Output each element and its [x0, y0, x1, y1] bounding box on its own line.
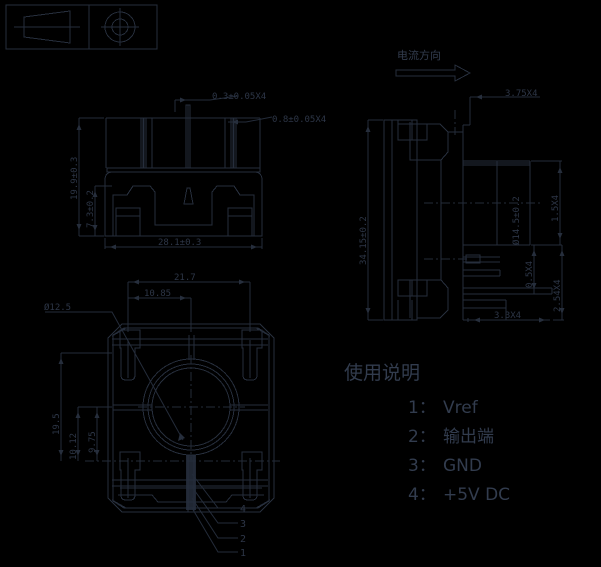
- dim-hole-diameter: Ø12.5: [44, 302, 185, 441]
- dim-total-width: 28.1±0.3: [104, 238, 263, 250]
- pin-callout-4: 4: [240, 504, 246, 515]
- dim-height-inner-label: 9.75: [88, 431, 98, 453]
- dim-pin-width: 0.8±0.05X4: [228, 115, 326, 125]
- dim-bore-diameter: Ø14.5±0.2: [511, 196, 522, 245]
- current-direction-arrow-icon: [395, 64, 472, 82]
- dim-height-full-label: 19.5: [52, 413, 62, 435]
- dim-body-height-label: 7.3±0.2: [86, 190, 96, 228]
- plan-view: 4 3 2 1 Ø12.5 21.7 10.85: [44, 273, 280, 559]
- dim-pin-width-label: 0.8±0.05X4: [272, 115, 326, 125]
- dim-side-total-height-label: 34.15±0.2: [359, 216, 369, 265]
- dim-top-offset-label: 3.75X4: [505, 89, 538, 99]
- dim-pitch-1-label: 1.5X4: [551, 195, 561, 222]
- legend-item-2-num: 2：: [408, 427, 436, 447]
- terminal-bottom-right: [241, 451, 263, 501]
- dim-pitch-2-label: 0.5X4: [525, 261, 535, 288]
- pin-callout-3: 3: [240, 519, 246, 530]
- pin-callout-2: 2: [240, 534, 246, 545]
- dim-bottom-offset: 3.3X4: [468, 311, 550, 323]
- dim-height-mid-label: 10.12: [69, 433, 79, 460]
- dim-top-offset: 3.75X4: [469, 89, 540, 125]
- pin-callout-leaders: [191, 473, 238, 553]
- legend-item-3-label: GND: [443, 456, 482, 476]
- legend-item-4-num: 4：: [408, 485, 436, 505]
- dim-height-inner: 9.75: [88, 407, 100, 461]
- dim-pin-thickness-label: 0.3±0.05X4: [212, 92, 266, 102]
- pin-callout-1: 1: [240, 548, 246, 559]
- dim-width-full-label: 21.7: [174, 273, 196, 283]
- side-elevation-view: 3.75X4 34.15±0.2 Ø14.5±0.2 1.5X4: [359, 64, 565, 323]
- legend-item-3-num: 3：: [408, 456, 436, 476]
- dim-pitch-1: 1.5X4: [531, 160, 563, 246]
- first-angle-circle-icon: [101, 8, 139, 46]
- dim-hole-diameter-label: Ø12.5: [44, 302, 71, 313]
- dim-height-full: 19.5: [52, 352, 112, 461]
- usage-instructions: 使用说明 1： Vref 2： 输出端 3： GND 4： +5V DC: [344, 362, 510, 505]
- dim-pin-thickness: 0.3±0.05X4: [174, 92, 266, 112]
- terminal-top-left: [119, 329, 141, 381]
- dim-pitch-2: 0.5X4: [525, 245, 537, 294]
- dim-width-half-label: 10.85: [144, 289, 171, 299]
- terminal-top-right: [241, 329, 263, 381]
- dim-width-half: 10.85: [128, 289, 192, 332]
- dim-pitch-3: 2.54X4: [553, 245, 565, 321]
- first-angle-cone-icon: [14, 10, 80, 44]
- dim-bottom-offset-label: 3.3X4: [494, 311, 521, 321]
- dim-body-height: 7.3±0.2: [86, 185, 112, 236]
- dim-bore-diameter-label: Ø14.5±0.2: [511, 196, 522, 245]
- dim-pitch-3-label: 2.54X4: [553, 279, 563, 312]
- front-elevation-view: 0.3±0.05X4 0.8±0.05X4 19.9±0.3 7.3±0.2: [70, 92, 326, 250]
- dim-side-total-height: 34.15±0.2: [359, 119, 383, 321]
- legend-item-1-num: 1：: [408, 398, 436, 418]
- terminal-bottom-left: [119, 451, 141, 501]
- dim-total-height-label: 19.9±0.3: [70, 157, 80, 200]
- dim-width-full: 21.7: [127, 273, 251, 332]
- usage-instructions-title: 使用说明: [344, 362, 420, 384]
- dim-height-mid: 10.12: [69, 406, 112, 461]
- legend-item-2-label: 输出端: [443, 427, 494, 447]
- legend-item-1-label: Vref: [443, 398, 479, 418]
- dim-total-height: 19.9±0.3: [70, 117, 104, 237]
- legend-item-4-label: +5V DC: [443, 485, 510, 505]
- projection-symbol-box: [5, 4, 158, 50]
- dim-total-width-label: 28.1±0.3: [158, 238, 201, 248]
- current-direction-label: 电流方向: [397, 48, 441, 62]
